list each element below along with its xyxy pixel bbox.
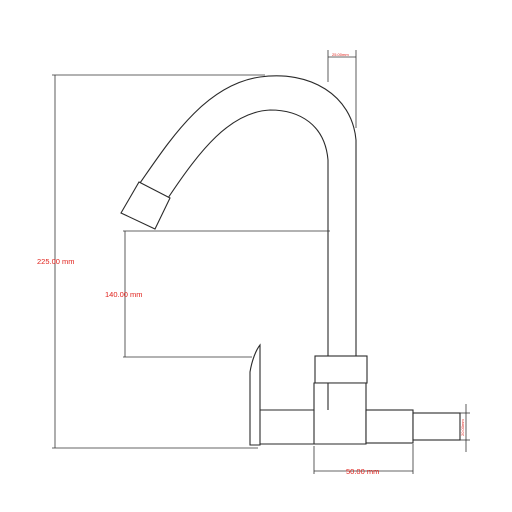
- connector-nut: [365, 409, 414, 444]
- handle-lever: [249, 343, 261, 446]
- spout-neck: [139, 75, 357, 358]
- dimension-label-spout-clearance: 140.00 mm: [105, 290, 143, 299]
- neck-collar: [314, 355, 368, 384]
- dimension-label-inlet-diameter: 20.00mm: [460, 419, 465, 436]
- valve-body: [258, 382, 367, 445]
- inlet-pipe: [412, 412, 461, 441]
- dimension-label-pipe-width: 25.00mm: [332, 52, 349, 57]
- dimension-label-base-length: 50.00 mm: [346, 467, 379, 476]
- dimension-label-overall-height: 225.00 mm: [37, 257, 75, 266]
- spout-nozzle: [120, 181, 171, 230]
